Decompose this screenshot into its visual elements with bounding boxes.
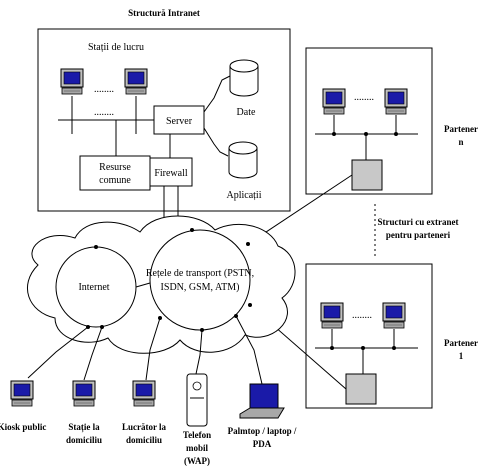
home-worker-pc-icon [132,380,156,407]
resources-label-1: Resurse [99,162,131,173]
partner-n-pc-2-icon [384,88,408,115]
partner-n-label-1: Partener [444,124,478,134]
home-station-label-1: Stație la [68,422,100,432]
laptop-label-2: PDA [253,439,272,449]
home-station-pc-icon [72,380,96,407]
home-worker-label-2: domiciliu [126,435,162,445]
partner-n-label-2: n [458,137,463,147]
internet-label: Internet [78,282,109,293]
workstation-2-icon [124,68,148,95]
data-database-icon [229,59,259,97]
phone-label-1: Telefon [183,430,211,440]
partner-1-dots: ........ [352,310,372,321]
partner-n-pc-1-icon [322,88,346,115]
firewall-box [149,157,193,187]
extranet-label-1: Structuri cu extranet [378,217,459,227]
server-box [153,105,205,135]
mobile-phone-icon [186,373,208,427]
extranet-label-2: pentru parteneri [386,230,451,240]
data-label: Date [237,107,256,118]
server-label: Server [166,116,193,127]
partner-1-router-icon [345,373,377,405]
partner-1-pc-2-icon [382,302,406,329]
firewall-label: Firewall [154,168,188,179]
intranet-title: Structură Intranet [128,8,200,18]
workstations-dots-lower: ........ [94,107,114,118]
kiosk-pc-icon [10,380,34,407]
home-worker-label-1: Lucrător la [122,422,167,432]
apps-database-icon [228,141,258,179]
kiosk-label: Kiosk public [0,422,46,432]
phone-label-3: (WAP) [184,456,210,466]
laptop-label-1: Palmtop / laptop / [228,426,297,436]
transport-label-2: ISDN, GSM, ATM) [161,282,240,293]
partner-n-router-icon [351,159,383,191]
workstations-dots: ........ [94,84,114,95]
phone-label-2: mobil [186,443,209,453]
home-station-label-2: domiciliu [66,435,102,445]
partner-1-pc-1-icon [320,302,344,329]
workstations-label: Stații de lucru [88,42,144,53]
partner-1-label-1: Partener [444,338,478,348]
resources-label-2: comune [99,175,131,186]
laptop-icon [239,383,285,419]
transport-label-1: Rețele de transport (PSTN, [146,268,254,279]
apps-label: Aplicații [227,190,262,201]
partner-n-dots: ........ [354,92,374,103]
workstation-1-icon [60,68,84,95]
partner-1-label-2: 1 [459,351,464,361]
